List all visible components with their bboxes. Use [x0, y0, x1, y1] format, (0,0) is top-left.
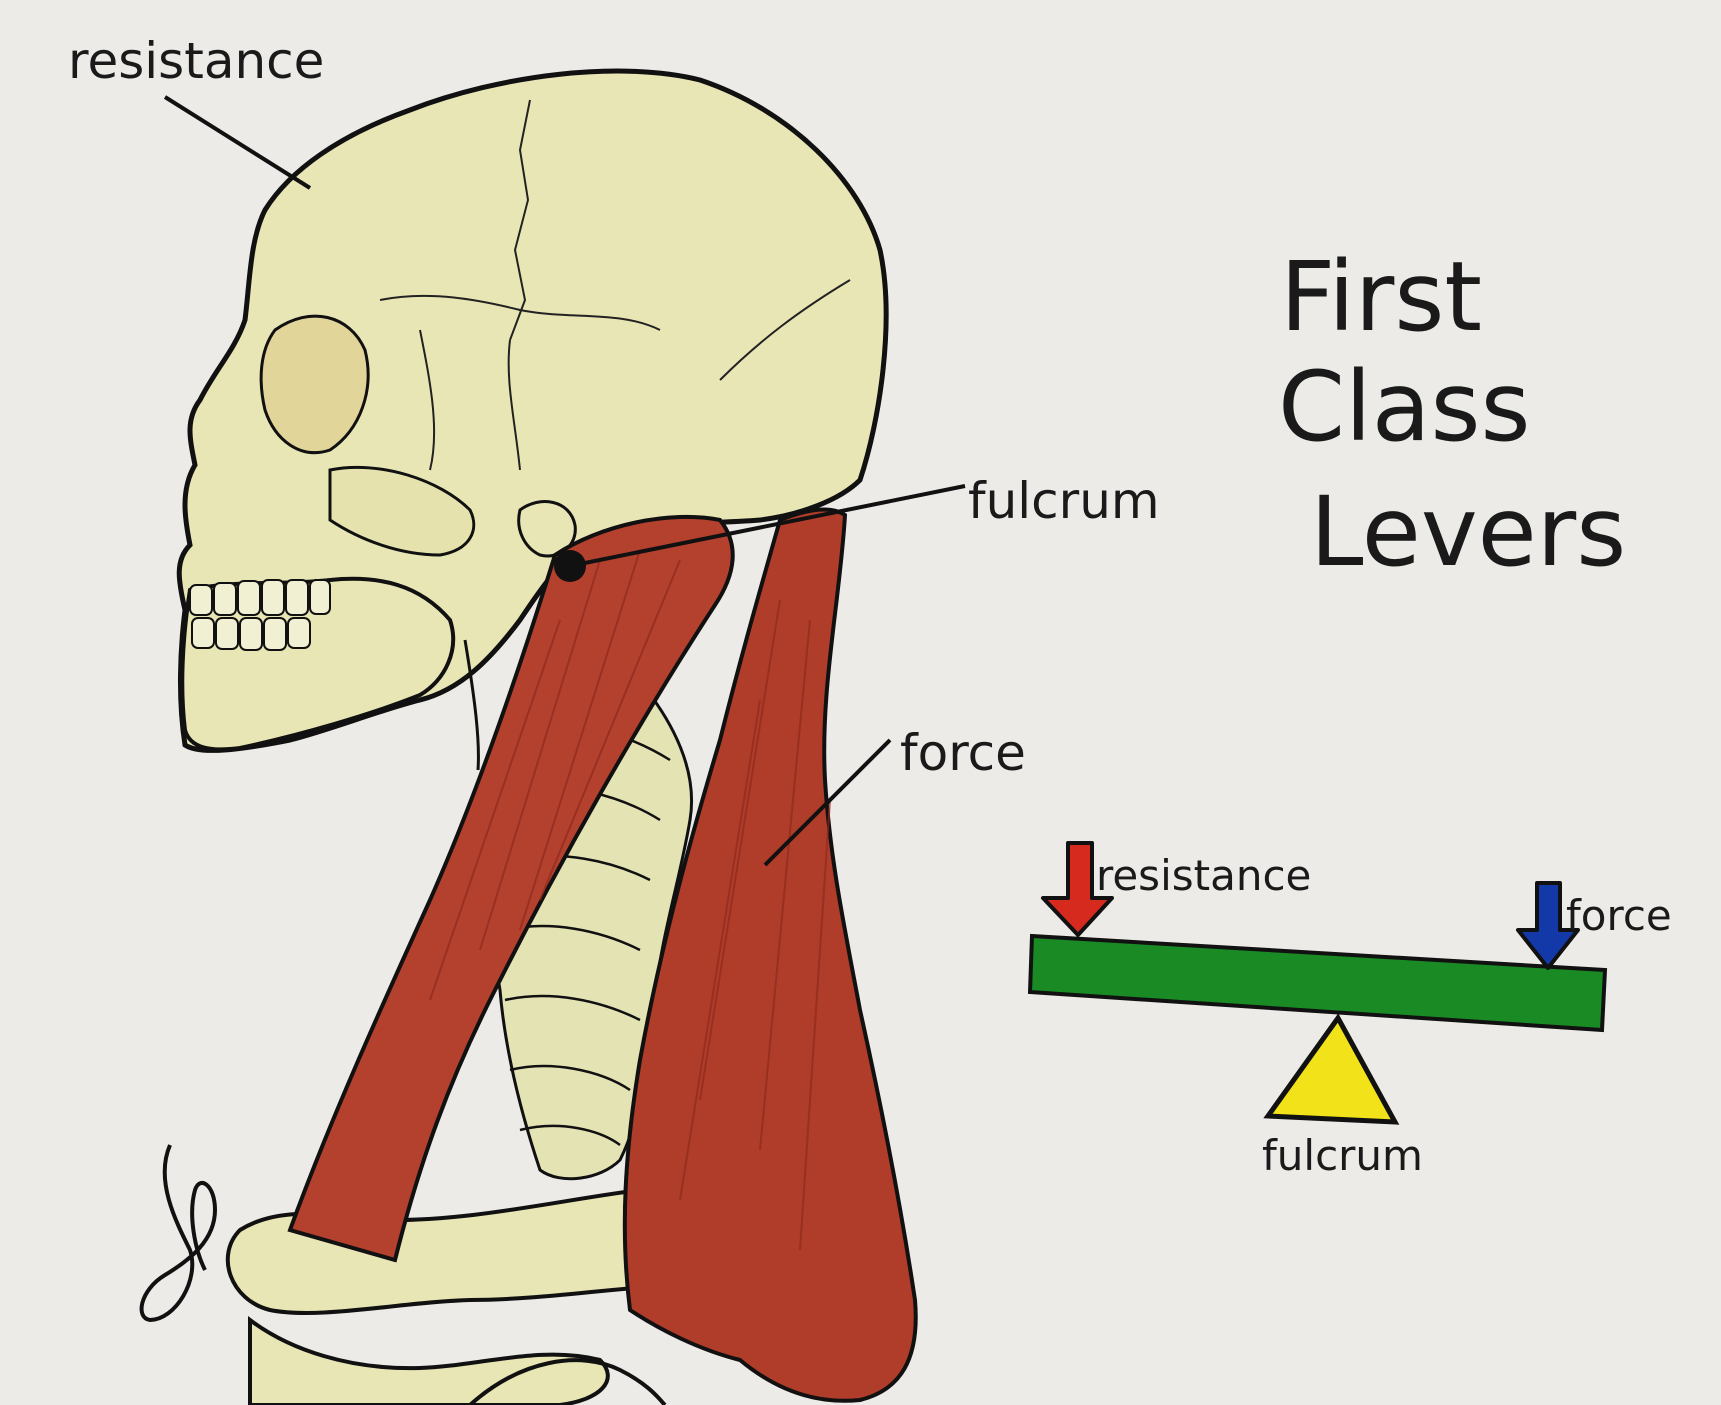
force-leader-line [763, 738, 892, 867]
signature-mark [139, 1144, 218, 1323]
fulcrum-leader-line [569, 484, 966, 568]
rib-curve [468, 1358, 667, 1405]
anatomy-label-force: force [900, 724, 1026, 782]
cheekbone [328, 465, 476, 557]
shoulder-bone [248, 1316, 610, 1405]
anatomy-label-fulcrum: fulcrum [968, 472, 1160, 530]
title-line-levers: Levers [1310, 476, 1626, 588]
anatomy-label-resistance: resistance [68, 32, 324, 90]
title-line-first: First [1280, 241, 1482, 353]
lever-label-force: force [1566, 891, 1672, 940]
cranial-sutures [379, 99, 851, 471]
page-title: First Class Levers [1278, 241, 1626, 588]
anatomy-illustration [139, 68, 966, 1405]
lever-label-fulcrum: fulcrum [1262, 1131, 1423, 1180]
lever-label-resistance: resistance [1096, 851, 1311, 900]
eye-socket [259, 314, 370, 455]
force-arrow [1516, 881, 1580, 970]
title-line-class: Class [1278, 351, 1531, 463]
down-arrow-icon [1041, 841, 1114, 937]
resistance-arrow [1041, 841, 1114, 937]
teeth [189, 579, 331, 651]
muscle-fibers [429, 549, 831, 1251]
resistance-leader-line [163, 95, 312, 190]
trapezius-muscle [622, 507, 918, 1403]
fulcrum-triangle [1263, 1013, 1400, 1125]
lever-schematic: resistance force fulcrum [1027, 841, 1672, 1180]
neck-contour [463, 639, 480, 771]
lever-beam [1027, 933, 1608, 1033]
down-arrow-icon [1516, 881, 1580, 970]
